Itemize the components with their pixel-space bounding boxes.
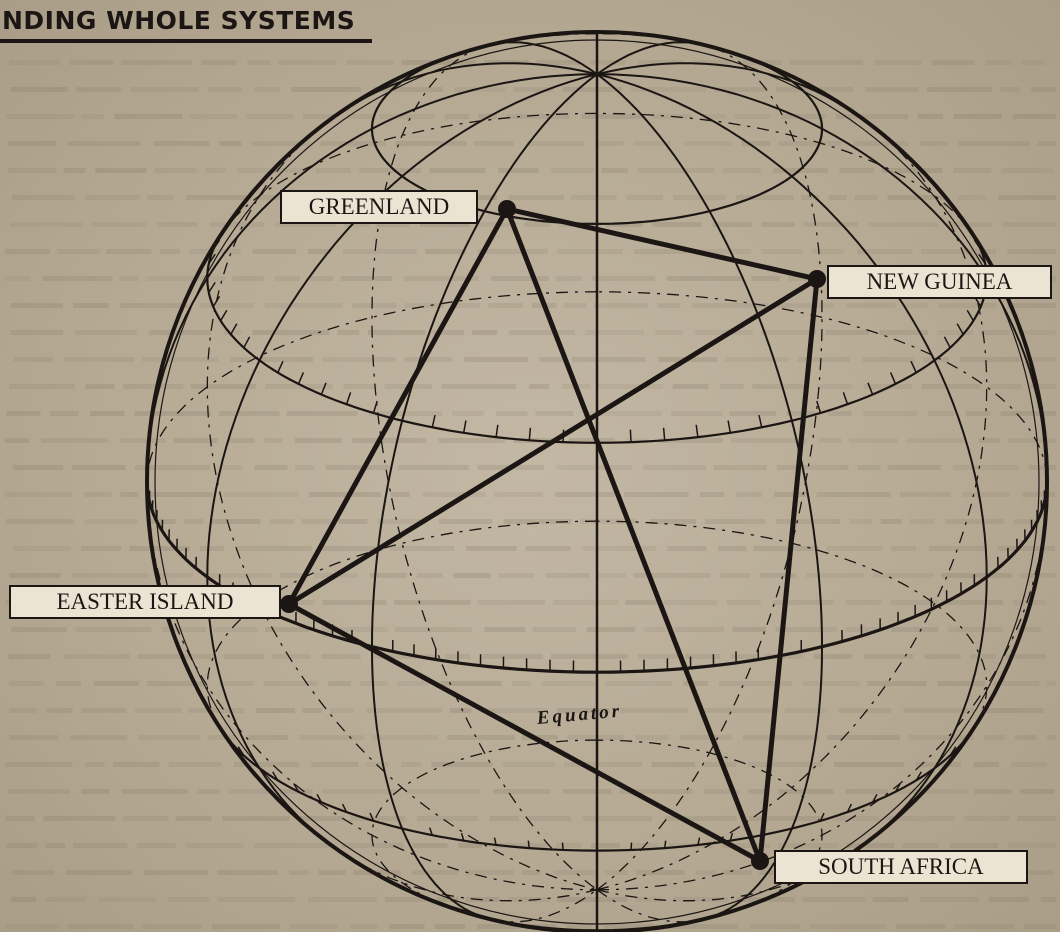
edge-greenland-south_africa [507, 209, 760, 861]
graticule-tick [432, 415, 435, 427]
graticule-tick [464, 421, 466, 433]
graticule-tick [278, 361, 283, 372]
graticule-tick [891, 372, 896, 384]
label-new-guinea: NEW GUINEA [827, 265, 1052, 299]
vertex-greenland [498, 200, 516, 218]
meridian-line-hidden [336, 123, 987, 901]
graticule-tick [402, 409, 405, 421]
graticule-tick [789, 409, 792, 421]
graticule-tick [299, 372, 304, 384]
label-easter-island: EASTER ISLAND [9, 585, 281, 619]
graticule-tick [563, 843, 564, 850]
label-south-africa: SOUTH AFRICA [774, 850, 1028, 884]
graticule-tick [321, 383, 326, 395]
graticule-tick [696, 425, 698, 437]
graticule-tick [944, 337, 950, 348]
vertex-new_guinea [808, 270, 826, 288]
graticule-tick [374, 401, 378, 413]
graticule-tick [929, 349, 935, 360]
graticule-tick [911, 361, 916, 372]
meridian-line-hidden [491, 47, 822, 922]
meridian-line [336, 63, 987, 841]
label-greenland: GREENLAND [280, 190, 478, 224]
graticule-tick [728, 421, 730, 433]
vertex-south_africa [751, 852, 769, 870]
meridian-line [372, 42, 703, 917]
graticule-tick [957, 324, 963, 335]
meridian-line-hidden [372, 47, 703, 922]
graticule-tick [209, 282, 215, 292]
tetrahedron-edges [289, 209, 817, 861]
globe-grid [147, 32, 1047, 932]
graticule-tick [665, 841, 666, 848]
graticule-tick [260, 349, 266, 360]
graticule-tick [631, 843, 632, 850]
graticule-tick [528, 841, 529, 848]
tetrahedron-vertices [280, 200, 826, 870]
graticule-tick [213, 296, 219, 306]
graticule-tick [759, 415, 762, 427]
graticule-tick [347, 392, 351, 404]
graticule-tick [529, 428, 530, 441]
vertex-easter_island [280, 595, 298, 613]
edge-greenland-easter_island [289, 209, 507, 604]
graticule-tick [496, 425, 498, 437]
graticule-tick [244, 337, 250, 348]
graticule-tick [967, 310, 973, 321]
meridian-line [491, 42, 822, 917]
edge-easter_island-south_africa [289, 604, 760, 861]
graticule-tick [843, 392, 847, 404]
graticule-tick [868, 383, 873, 395]
graticule-tick [231, 324, 237, 335]
graticule-tick [630, 430, 631, 443]
meridian-line-hidden [207, 123, 858, 901]
graticule-tick [221, 310, 227, 321]
graticule-tick [664, 428, 665, 441]
